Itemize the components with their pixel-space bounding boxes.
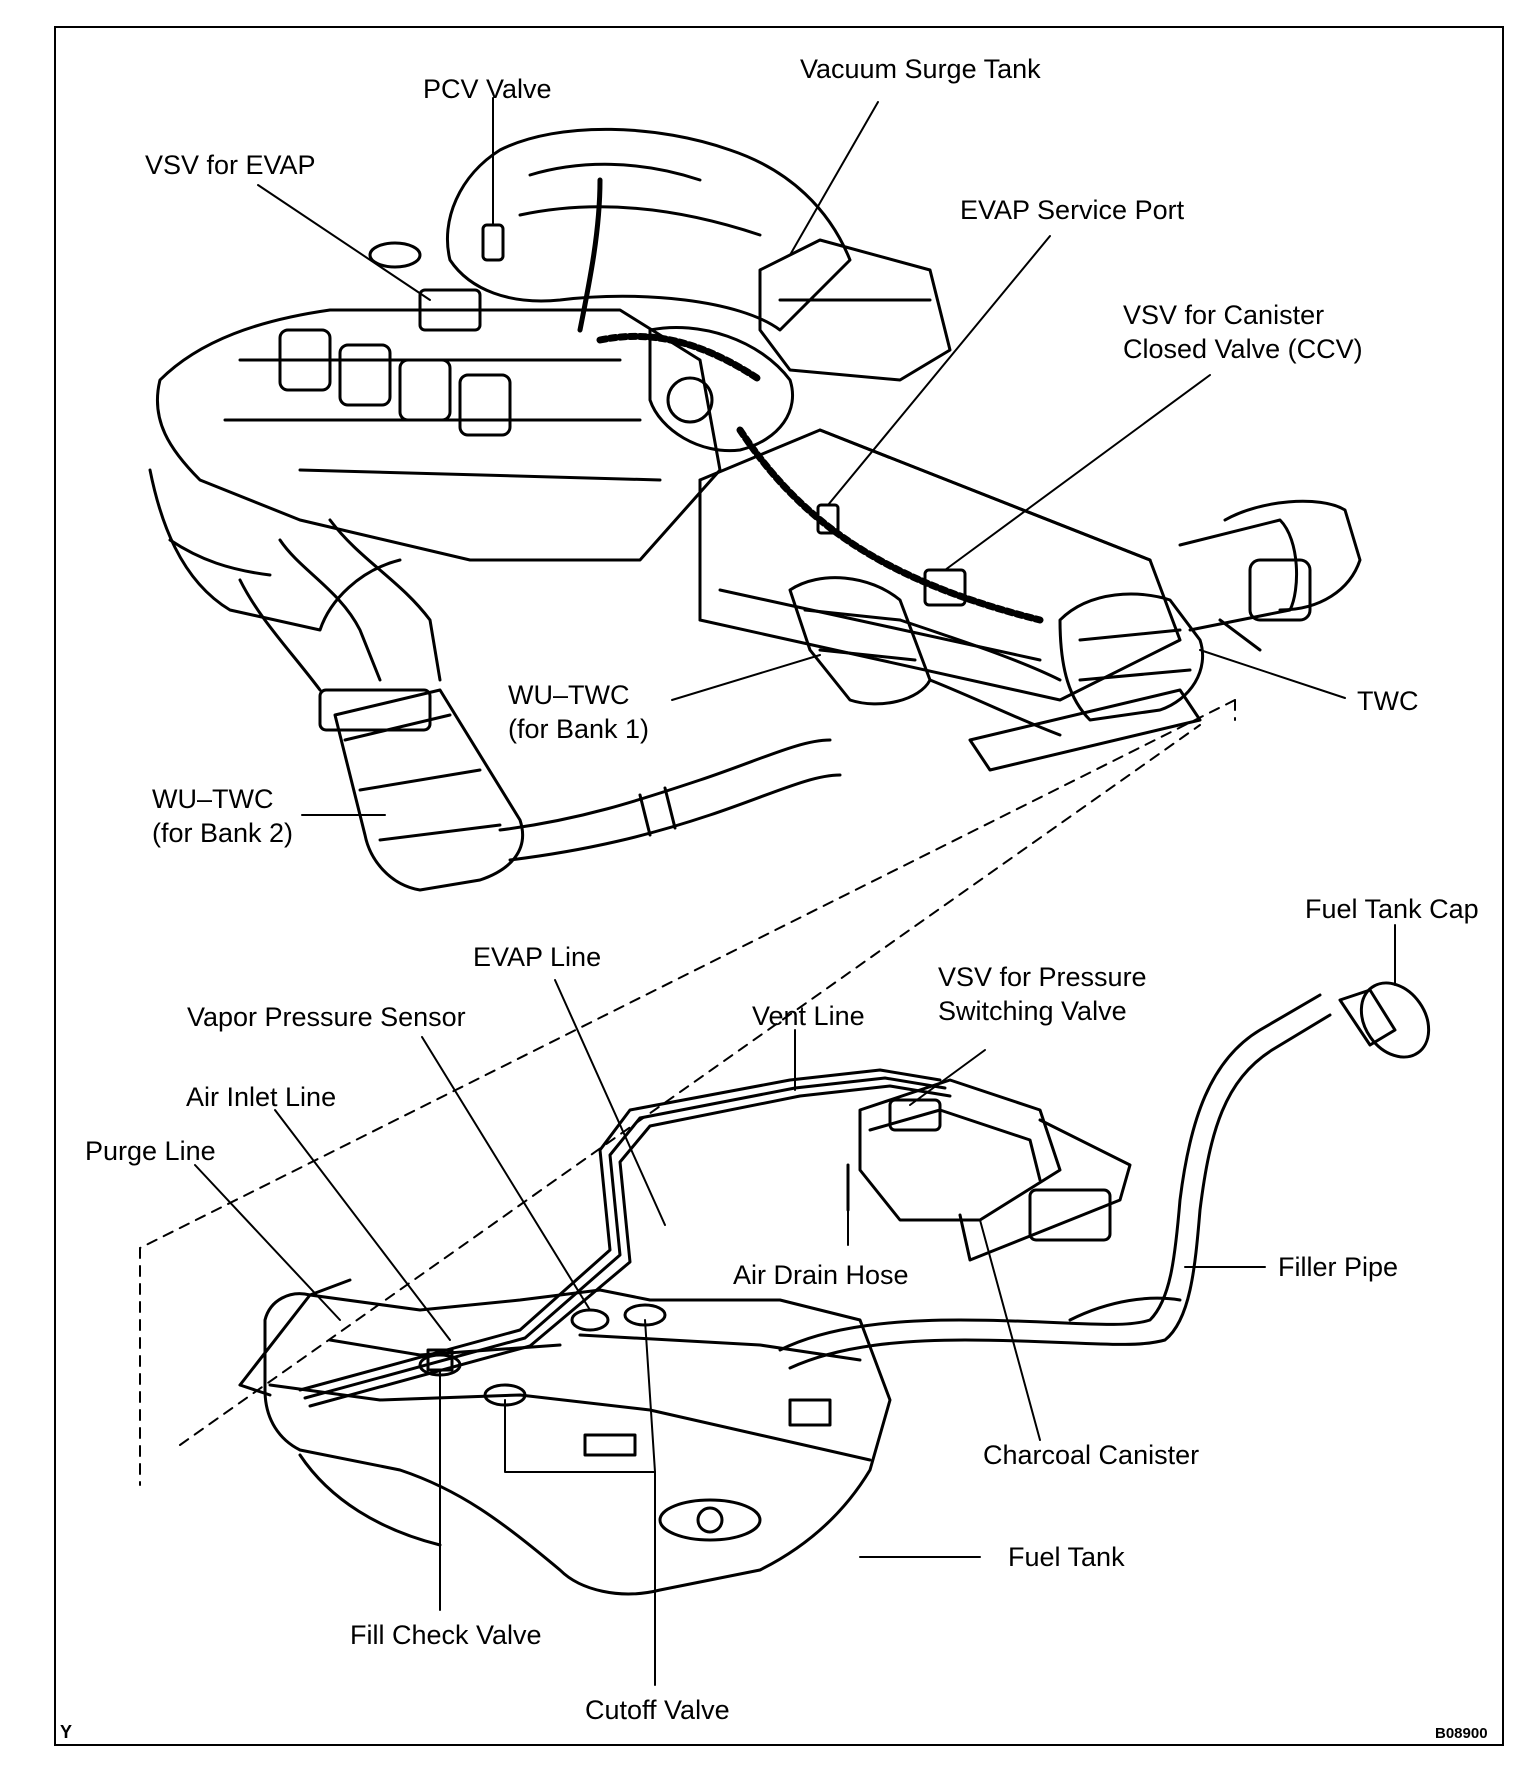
engine-assembly: [148, 127, 1362, 892]
label-vacuum-surge-tank: Vacuum Surge Tank: [800, 54, 1041, 84]
diagram-frame: [54, 26, 1504, 1746]
label-pcv-valve: PCV Valve: [423, 74, 552, 104]
label-fuel-tank: Fuel Tank: [1008, 1542, 1125, 1572]
label-twc: TWC: [1357, 686, 1419, 716]
figure-code: B08900: [1435, 1725, 1488, 1742]
label-wu-twc-bank2: WU–TWC (for Bank 2): [152, 784, 294, 848]
label-wu-twc-bank1: WU–TWC (for Bank 1): [508, 680, 650, 744]
label-fuel-tank-cap: Fuel Tank Cap: [1305, 894, 1479, 924]
label-vsv-pressure-switching: VSV for Pressure Switching Valve: [938, 962, 1147, 1026]
label-vsv-for-evap: VSV for EVAP: [145, 150, 316, 180]
label-filler-pipe: Filler Pipe: [1278, 1252, 1399, 1282]
label-vsv-for-ccv: VSV for Canister Closed Valve (CCV): [1123, 300, 1363, 364]
label-evap-line: EVAP Line: [473, 942, 602, 972]
fuel-system-assembly: [238, 981, 1431, 1596]
label-evap-service-port: EVAP Service Port: [960, 195, 1185, 225]
leader-lines: [194, 97, 1396, 1686]
dashed-linkage-frame: [139, 699, 1236, 1486]
label-purge-line: Purge Line: [85, 1136, 216, 1166]
label-vent-line: Vent Line: [752, 1001, 865, 1031]
label-fill-check-valve: Fill Check Valve: [350, 1620, 542, 1650]
label-vapor-pressure-sensor: Vapor Pressure Sensor: [187, 1002, 466, 1032]
label-charcoal-canister: Charcoal Canister: [983, 1440, 1200, 1470]
label-cutoff-valve: Cutoff Valve: [585, 1695, 730, 1725]
label-air-inlet-line: Air Inlet Line: [186, 1082, 337, 1112]
label-air-drain-hose: Air Drain Hose: [733, 1260, 909, 1290]
corner-mark-left: Y: [60, 1722, 73, 1742]
